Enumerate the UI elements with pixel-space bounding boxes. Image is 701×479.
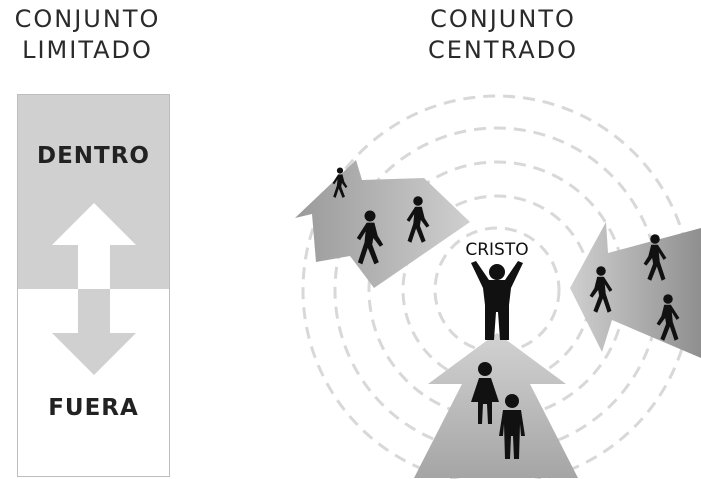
right-approach-arrow xyxy=(570,222,701,358)
left-approach-arrow xyxy=(295,160,470,288)
centered-set-title-line1: CONJUNTO xyxy=(430,5,576,33)
in-out-arrows xyxy=(52,203,136,375)
centered-set-title-line2: CENTRADO xyxy=(427,36,579,64)
bounded-set-title: CONJUNTO LIMITADO xyxy=(0,4,175,66)
inside-label: DENTRO xyxy=(36,143,150,169)
up-arrow xyxy=(52,203,136,289)
woman-figure xyxy=(471,362,499,424)
centered-set-title: CONJUNTO CENTRADO xyxy=(398,4,608,66)
christ-figure xyxy=(471,261,523,340)
bounded-set-box: DENTRO FUERA xyxy=(17,94,170,477)
down-arrow xyxy=(52,289,136,375)
bounded-set-title-line1: CONJUNTO xyxy=(14,5,161,33)
center-label: CRISTO xyxy=(465,240,529,260)
bounded-set-title-line2: LIMITADO xyxy=(22,36,153,64)
outside-label: FUERA xyxy=(48,395,139,421)
man-figure xyxy=(499,394,525,459)
bottom-approach-arrow xyxy=(414,333,578,478)
